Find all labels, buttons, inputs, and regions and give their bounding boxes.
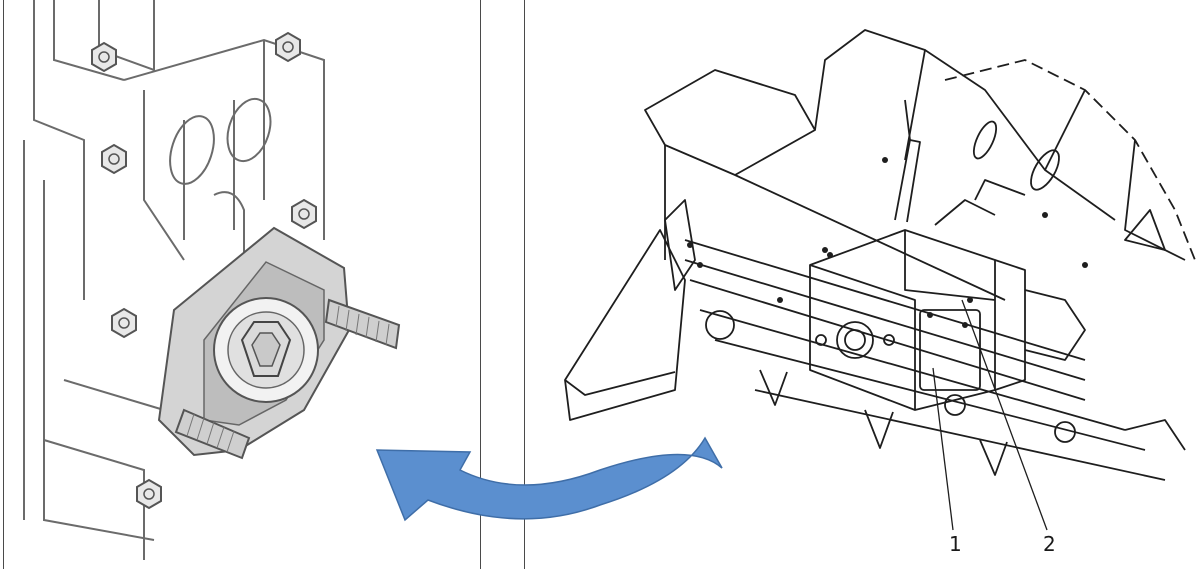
callout-2-label: 2 bbox=[1043, 532, 1056, 556]
rotary-harrow-assembly-icon bbox=[564, 29, 1196, 531]
callout-1-label: 1 bbox=[949, 532, 962, 556]
gearbox-detail-icon bbox=[23, 0, 401, 560]
left-detail-panel bbox=[3, 0, 481, 569]
right-assembly-panel: 1 2 bbox=[524, 0, 1203, 569]
